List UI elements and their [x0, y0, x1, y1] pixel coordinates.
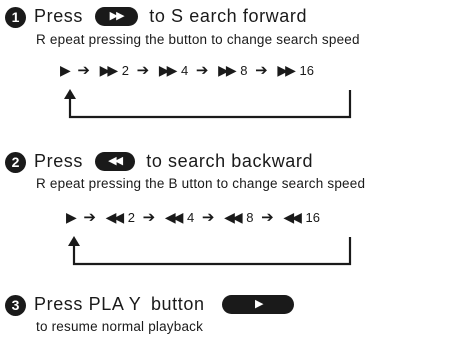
step-number-badge: 1 [5, 7, 26, 28]
fast-forward-icon: ▶▶ [109, 9, 125, 22]
step-title: Press ▶▶ to S earch forward [34, 5, 307, 27]
play-icon: ▶ [66, 208, 77, 225]
speed-chain: ▶ ➔ ◀◀ 2 ➔ ◀◀ 4 ➔ ◀◀ 8 ➔ ◀◀ 16 [66, 208, 320, 232]
step-prefix: Press [34, 150, 84, 171]
loop-back-arrow [64, 89, 352, 119]
speed-label: 2 [121, 62, 130, 78]
step-2-section: 2 Press ◀◀ to search backward R epeat pr… [0, 148, 454, 278]
arrow-icon: ➔ [77, 62, 90, 79]
rewind-icon: ◀◀ [224, 208, 242, 225]
arrow-icon: ➔ [195, 62, 209, 79]
arrow-icon: ➔ [136, 62, 150, 79]
step-suffix: to S earch forward [149, 5, 308, 26]
step-prefix: Press PLA Y [34, 293, 142, 314]
speed-label: 16 [305, 209, 320, 225]
speed-label: 8 [240, 62, 248, 78]
speed-label: 16 [299, 62, 314, 78]
step-number-badge: 2 [5, 152, 26, 173]
step-3-section: 3 Press PLA Y button ▶ to resume normal … [0, 292, 454, 341]
step-title: Press PLA Y button ▶ [34, 293, 295, 315]
arrow-icon: ➔ [261, 209, 274, 226]
fast-forward-icon: ▶▶ [277, 61, 295, 78]
step-prefix: Press [34, 5, 84, 26]
arrow-icon: ➔ [142, 209, 156, 226]
step-1-section: 1 Press ▶▶ to S earch forward R epeat pr… [0, 0, 454, 130]
step-subtitle: R epeat pressing the button to change se… [36, 32, 360, 47]
arrow-icon: ➔ [201, 209, 215, 226]
step-title: Press ◀◀ to search backward [34, 150, 313, 172]
step-suffix: to search backward [146, 150, 314, 171]
fast-forward-button[interactable]: ▶▶ [94, 6, 138, 26]
fast-forward-icon: ▶▶ [158, 61, 177, 78]
arrow-icon: ➔ [255, 62, 268, 79]
speed-label: 4 [187, 209, 195, 225]
step-subtitle: R epeat pressing the B utton to change s… [36, 176, 366, 191]
play-icon: ▶ [254, 297, 264, 310]
play-icon: ▶ [60, 61, 71, 78]
fast-forward-icon: ▶▶ [99, 61, 118, 78]
speed-label: 8 [246, 209, 254, 225]
rewind-icon: ◀◀ [164, 208, 183, 225]
step-number-badge: 3 [5, 295, 26, 316]
rewind-button[interactable]: ◀◀ [94, 151, 135, 171]
rewind-icon: ◀◀ [105, 208, 124, 225]
step-suffix: button [150, 293, 205, 314]
rewind-icon: ◀◀ [108, 154, 123, 167]
speed-label: 2 [127, 209, 136, 225]
rewind-icon: ◀◀ [283, 208, 301, 225]
fast-forward-icon: ▶▶ [218, 61, 236, 78]
speed-chain: ▶ ➔ ▶▶ 2 ➔ ▶▶ 4 ➔ ▶▶ 8 ➔ ▶▶ 16 [60, 61, 314, 85]
speed-label: 4 [181, 62, 189, 78]
play-button[interactable]: ▶ [222, 294, 295, 314]
loop-back-arrow [68, 236, 352, 266]
arrow-icon: ➔ [83, 209, 96, 226]
step-subtitle: to resume normal playback [36, 319, 204, 334]
